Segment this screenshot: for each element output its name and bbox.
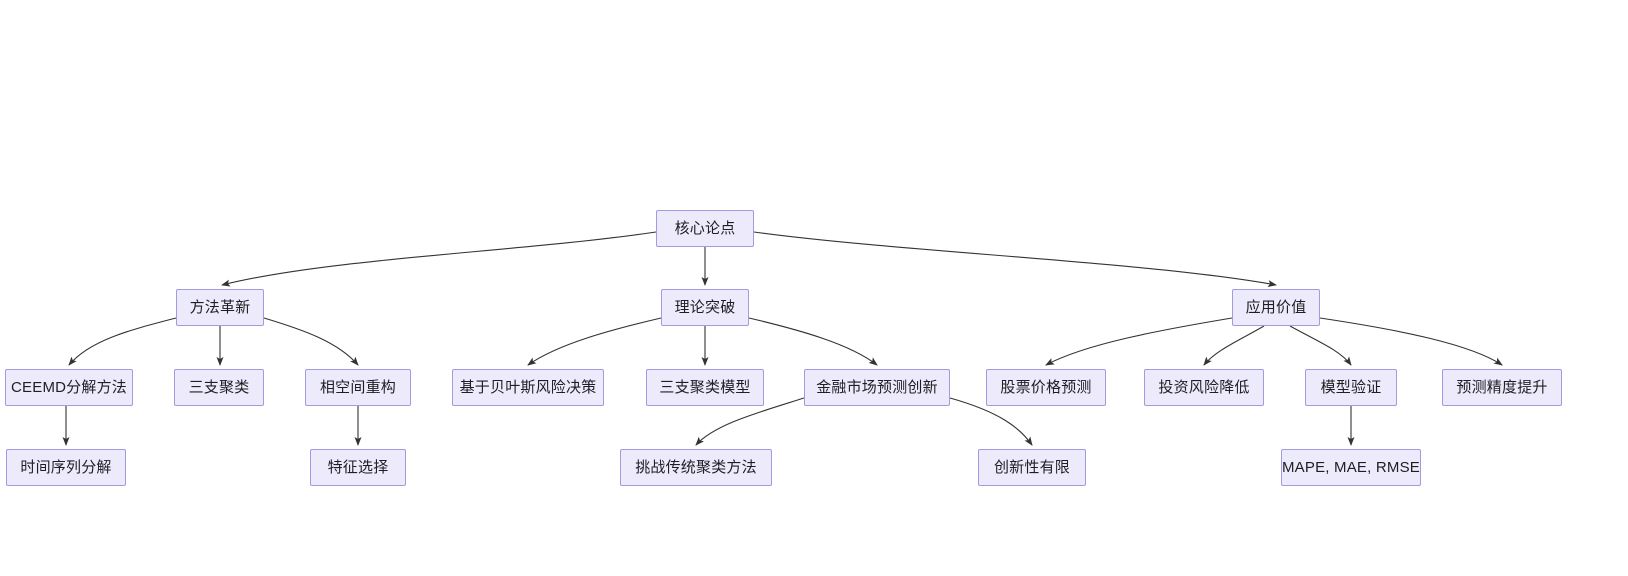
node-c7[interactable]: 股票价格预测 [986,369,1106,406]
node-c3[interactable]: 相空间重构 [305,369,411,406]
node-label-c7: 股票价格预测 [1000,379,1092,396]
edge-m3-to-c8 [1203,325,1265,366]
node-label-c4: 基于贝叶斯风险决策 [459,379,597,396]
edges [62,231,1503,446]
node-label-c2: 三支聚类 [188,379,250,396]
edge-m1-to-c3 [263,317,359,366]
node-root[interactable]: 核心论点 [656,210,754,247]
node-label-c1: CEEMD分解方法 [11,379,127,396]
node-label-c9: 模型验证 [1320,379,1382,396]
node-c8[interactable]: 投资风险降低 [1144,369,1264,406]
node-m2[interactable]: 理论突破 [661,289,749,326]
node-label-c5: 三支聚类模型 [659,379,751,396]
node-c10[interactable]: 预测精度提升 [1442,369,1562,406]
node-g1[interactable]: 时间序列分解 [6,449,126,486]
node-label-g4: 创新性有限 [993,459,1070,476]
node-label-g1: 时间序列分解 [20,459,112,476]
edge-m2-to-c4 [527,317,662,366]
edge-root-to-m3 [753,231,1277,288]
node-label-m3: 应用价值 [1245,299,1307,316]
node-label-c8: 投资风险降低 [1158,379,1250,396]
node-label-c10: 预测精度提升 [1456,379,1548,396]
edge-root-to-m1 [221,231,657,287]
edge-m3-to-c9 [1289,325,1352,366]
node-c4[interactable]: 基于贝叶斯风险决策 [452,369,604,406]
edge-m3-to-c7 [1045,317,1233,366]
edge-m3-to-c10 [1319,317,1503,366]
node-label-g3: 挑战传统聚类方法 [635,459,757,476]
node-label-g5: MAPE, MAE, RMSE [1281,459,1421,476]
edge-m1-to-c1 [68,317,177,366]
node-g2[interactable]: 特征选择 [310,449,406,486]
node-c1[interactable]: CEEMD分解方法 [5,369,133,406]
node-label-root: 核心论点 [674,220,736,237]
node-label-c6: 金融市场预测创新 [816,379,938,396]
node-c2[interactable]: 三支聚类 [174,369,264,406]
node-g5[interactable]: MAPE, MAE, RMSE [1281,449,1421,486]
edge-m2-to-c6 [748,317,878,366]
node-label-c3: 相空间重构 [319,379,396,396]
node-m3[interactable]: 应用价值 [1232,289,1320,326]
node-m1[interactable]: 方法革新 [176,289,264,326]
node-c5[interactable]: 三支聚类模型 [646,369,764,406]
node-label-g2: 特征选择 [327,459,389,476]
node-label-m1: 方法革新 [189,299,251,316]
node-label-m2: 理论突破 [674,299,736,316]
node-g3[interactable]: 挑战传统聚类方法 [620,449,772,486]
node-g4[interactable]: 创新性有限 [978,449,1086,486]
node-c9[interactable]: 模型验证 [1305,369,1397,406]
node-c6[interactable]: 金融市场预测创新 [804,369,950,406]
